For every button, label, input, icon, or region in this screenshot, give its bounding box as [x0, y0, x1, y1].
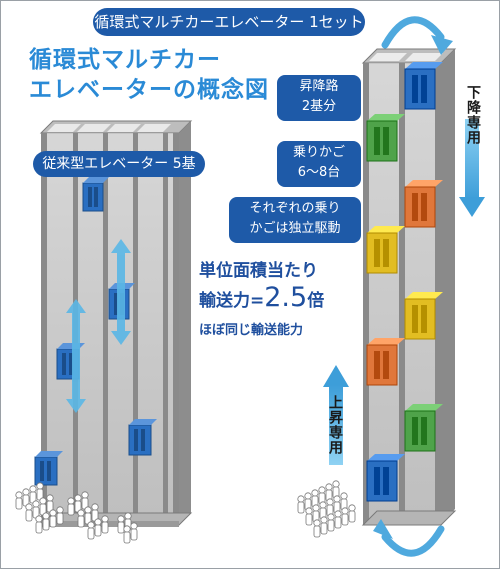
person-icon [42, 512, 50, 531]
car-icon [404, 404, 443, 452]
person-icon [304, 492, 312, 511]
person-icon [36, 482, 44, 501]
person-icon [123, 525, 131, 544]
down-arrow-icon [459, 119, 485, 217]
capacity-line-1: 単位面積当たり [199, 261, 318, 281]
car-icon [404, 180, 443, 228]
person-icon [311, 489, 319, 508]
top-circulation-arrowhead-icon [431, 35, 453, 55]
conventional-car [128, 419, 157, 456]
capacity-suffix: 倍 [307, 291, 325, 311]
car-icon [366, 338, 405, 386]
person-icon [297, 495, 305, 514]
callout-cars: 乗りかご 6～8台 [277, 141, 361, 187]
callout-descent-path: 昇降路 2基分 [277, 75, 361, 121]
callout-independent-line-1: それぞれの乗り [249, 201, 341, 216]
person-icon [333, 495, 341, 514]
bottom-circulation-arrowhead-icon [373, 519, 393, 539]
person-icon [74, 494, 82, 513]
person-icon [77, 509, 85, 528]
circulating-label: 循環式マルチカーエレベーター 1セット [93, 8, 365, 36]
person-icon [49, 509, 57, 528]
person-icon [325, 483, 333, 502]
down-only-label: 下降専用 [465, 85, 481, 145]
person-icon [341, 507, 349, 526]
person-icon [117, 515, 125, 534]
person-icon [87, 521, 95, 540]
conventional-travel-arrows [66, 239, 131, 413]
person-icon [25, 503, 33, 522]
callout-cars-line-1: 乗りかご [292, 145, 345, 160]
person-icon [39, 497, 47, 516]
person-icon [94, 518, 102, 537]
up-arrow-icon [323, 365, 349, 465]
person-icon [305, 507, 313, 526]
person-icon [46, 494, 54, 513]
top-circulation-arrow-icon [381, 16, 445, 49]
capacity-value: 2.5 [264, 282, 308, 313]
car-icon [366, 454, 405, 502]
person-icon [15, 491, 23, 510]
callout-independent-line-2: かごは独立駆動 [249, 221, 341, 236]
person-icon [348, 504, 356, 523]
double-arrow-icon [66, 299, 86, 413]
person-icon [29, 485, 37, 504]
callout-cars-line-2: 6～8台 [297, 165, 341, 180]
person-icon [319, 501, 327, 520]
callout-independent: それぞれの乗り かごは独立駆動 [229, 197, 361, 243]
person-icon [326, 498, 334, 517]
title-line-1: 循環式マルチカー [29, 47, 221, 73]
car-icon [404, 292, 443, 340]
person-icon [101, 515, 109, 534]
person-icon [91, 503, 99, 522]
circulating-cars [366, 62, 443, 502]
capacity-line-3: ほぼ同じ輸送能力 [199, 323, 304, 338]
person-icon [81, 491, 89, 510]
capacity-line-2: 輸送力=2.5倍 [199, 283, 369, 316]
person-icon [35, 515, 43, 534]
callout-descent-path-line-2: 2基分 [301, 99, 337, 114]
page-title: 循環式マルチカー エレベーターの概念図 [29, 45, 269, 105]
person-icon [340, 492, 348, 511]
waiting-passengers-left [15, 482, 138, 544]
up-only-label: 上昇専用 [327, 395, 343, 455]
callout-descent-path-line-1: 昇降路 [299, 79, 339, 94]
car-icon [366, 114, 405, 162]
person-icon [334, 510, 342, 529]
person-icon [22, 488, 30, 507]
conventional-shaft-block [39, 120, 193, 527]
person-icon [313, 519, 321, 538]
person-icon [318, 486, 326, 505]
person-icon [320, 516, 328, 535]
person-icon [327, 513, 335, 532]
conventional-car [82, 177, 109, 212]
person-icon [84, 506, 92, 525]
person-icon [130, 522, 138, 541]
capacity-summary: 単位面積当たり 輸送力=2.5倍 ほぼ同じ輸送能力 [199, 259, 369, 344]
conventional-label: 従来型エレベーター 5基 [33, 151, 205, 177]
title-line-2: エレベーターの概念図 [29, 77, 269, 103]
car-icon [404, 62, 443, 110]
waiting-passengers-right [297, 480, 356, 538]
person-icon [32, 500, 40, 519]
double-arrow-icon [111, 239, 131, 345]
person-icon [332, 480, 340, 499]
conventional-car [34, 451, 63, 486]
car-icon [366, 226, 405, 274]
capacity-prefix: 輸送力= [199, 291, 265, 311]
person-icon [312, 504, 320, 523]
person-icon [56, 506, 64, 525]
bottom-circulation-arrow-icon [381, 525, 445, 557]
person-icon [67, 497, 75, 516]
